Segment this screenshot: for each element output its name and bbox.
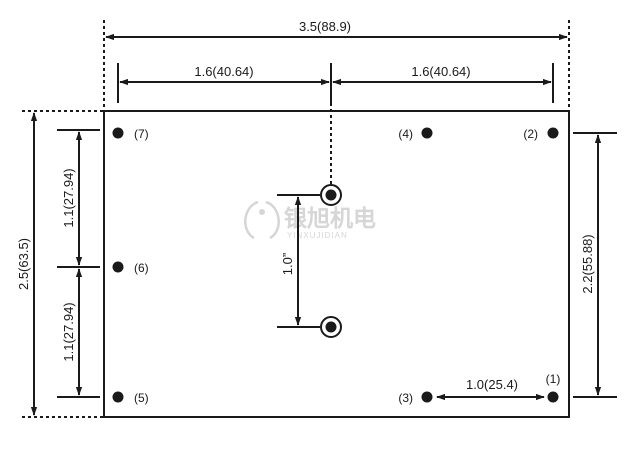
pin-4-dot [421,127,433,139]
pin-5-label: (5) [134,391,149,405]
pin-1-label: (1) [546,372,561,386]
right-pin-span-label: 2.2(55.88) [580,234,595,293]
hole-spacing-label: 1.0” [280,253,295,275]
pin-6-label: (6) [134,261,149,275]
pin-3-label: (3) [398,391,413,405]
mounting-hole-bottom [320,316,342,338]
board-outline [103,110,570,418]
overall-height-label: 2.5(63.5) [16,238,31,290]
pin-2-label: (2) [523,127,538,141]
mounting-hole-top [320,184,342,206]
upper-pin-spacing-label: 1.1(27.94) [61,168,76,227]
watermark-logo-icon [244,200,280,240]
bottom-pin-spacing-label: 1.0(25.4) [466,377,518,392]
pin-2-dot [547,127,559,139]
watermark: 银旭机电 YINXUJIDIAN [244,200,376,240]
pin-6-dot [112,261,124,273]
pin-7-dot [112,127,124,139]
pin-3-dot [421,391,433,403]
right-half-width-label: 1.6(40.64) [411,64,470,79]
pin-4-label: (4) [398,127,413,141]
left-half-width-label: 1.6(40.64) [194,64,253,79]
pin-1-dot [547,391,559,403]
watermark-sub-text: YINXUJIDIAN [287,231,348,240]
pin-7-label: (7) [134,127,149,141]
pin-5-dot [112,391,124,403]
overall-width-label: 3.5(88.9) [299,19,351,34]
lower-pin-spacing-label: 1.1(27.94) [61,302,76,361]
